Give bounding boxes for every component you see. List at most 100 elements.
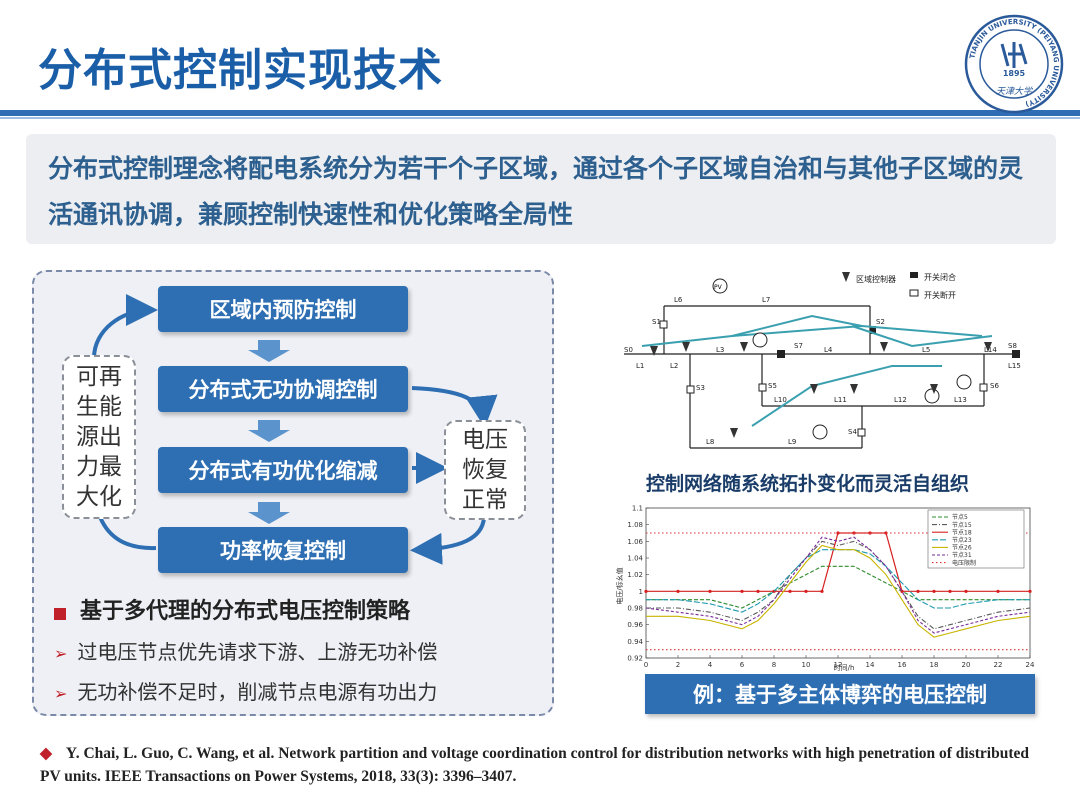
chart-point	[788, 589, 792, 593]
chart-xtick-label: 8	[772, 661, 776, 669]
chart-xlabel: 时间/h	[834, 663, 855, 672]
chart-point	[676, 589, 680, 593]
chart-point	[948, 589, 952, 593]
bullet-sub-2-text: 无功补偿不足时，削减节点电源有功出力	[77, 680, 438, 704]
chart-xtick-label: 18	[930, 661, 939, 669]
svg-text:天津大学: 天津大学	[996, 86, 1033, 97]
net-label-s1: S1	[652, 318, 661, 326]
chart-ytick-label: 1.08	[627, 521, 643, 529]
bullet-sub-1: ➢ 过电压节点优先请求下游、上游无功补偿	[54, 636, 437, 665]
chart-xtick-label: 16	[898, 661, 907, 669]
page-title: 分布式控制实现技术	[38, 45, 443, 96]
chart-point	[1028, 589, 1032, 593]
chart-ytick-label: 1.02	[627, 571, 643, 579]
bullet-sub-2: ➢无功补偿不足时，削减节点电源有功出力	[54, 676, 437, 705]
pv-label: PV	[714, 284, 723, 291]
chart-xtick-label: 22	[994, 661, 1003, 669]
chart-ytick-label: 0.92	[627, 655, 643, 663]
chart-xtick-label: 20	[962, 661, 971, 669]
chart-point	[644, 589, 648, 593]
chart-point	[820, 589, 824, 593]
net-label-s7: S7	[794, 342, 803, 350]
chart-xtick-label: 0	[644, 661, 648, 669]
summary-text: 分布式控制理念将配电系统分为若干个子区域，通过各个子区域自治和与其他子区域的灵活…	[48, 154, 1024, 229]
chart-point	[932, 589, 936, 593]
net-label-s8: S8	[1008, 342, 1017, 350]
reference: ◆Y. Chai, L. Guo, C. Wang, et al. Networ…	[40, 742, 1040, 788]
network-diagram: S0 L1 L2 L3 L4 L5 L6 L7 L8 L9 L10 L11 L1…	[624, 272, 1021, 449]
chart-xtick-label: 14	[866, 661, 875, 669]
chart-xtick-label: 4	[708, 661, 713, 669]
chart-ytick-label: 0.94	[627, 638, 643, 646]
example-banner: 例：基于多主体博弈的电压控制	[645, 674, 1035, 714]
renewable-max-box: 可再生能源出力最大化	[62, 355, 136, 519]
chart-xtick-label: 10	[802, 661, 811, 669]
chart-ytick-label: 1.04	[627, 555, 643, 563]
net-label-l12: L12	[894, 396, 907, 404]
chart-ytick-label: 1.06	[627, 538, 643, 546]
chart-legend-label: 节点23	[952, 536, 972, 544]
chart-legend-label: 节点31	[952, 551, 972, 559]
chart-point	[964, 589, 968, 593]
bullet-main-text: 基于多代理的分布式电压控制策略	[80, 599, 411, 624]
chart-point	[740, 589, 744, 593]
net-label-l4: L4	[824, 346, 833, 354]
chart-ytick-label: 1.1	[632, 505, 643, 513]
net-label-l6: L6	[674, 296, 683, 304]
voltage-restore-box: 电压恢复正常	[444, 420, 526, 520]
arrow-bullet-icon: ➢	[54, 644, 68, 663]
chart-series-line	[645, 536, 1031, 634]
chart-series-line	[646, 544, 1031, 638]
flow-step-1: 区域内预防控制	[158, 286, 408, 332]
chart-legend-label: 节点18	[952, 528, 972, 536]
chart-point	[756, 589, 760, 593]
chart-ytick-label: 1	[639, 588, 643, 596]
university-logo: TIANJIN UNIVERSITY (PEIYANG UNIVERSITY) …	[964, 14, 1064, 114]
net-label-s3: S3	[696, 384, 705, 392]
net-label-l1: L1	[636, 362, 644, 370]
chart-xtick-label: 2	[676, 661, 680, 669]
net-label-l5: L5	[922, 346, 930, 354]
chart-point	[804, 589, 808, 593]
net-label-l8: L8	[706, 438, 714, 446]
diamond-bullet-icon: ◆	[40, 745, 52, 762]
net-label-s6: S6	[990, 382, 999, 390]
net-label-l10: L10	[774, 396, 787, 404]
net-label-s4: S4	[848, 428, 857, 436]
chart-point	[996, 589, 1000, 593]
chart-legend-label: 节点26	[952, 544, 972, 552]
net-label-l7: L7	[762, 296, 770, 304]
chart-series-line	[646, 565, 1030, 609]
flow-step-3: 分布式有功优化缩减	[158, 447, 408, 493]
flow-step-2: 分布式无功协调控制	[158, 366, 408, 412]
svg-text:1895: 1895	[1003, 69, 1026, 78]
chart-point	[916, 589, 920, 593]
summary-box	[26, 134, 1056, 244]
net-label-s2: S2	[876, 318, 885, 326]
square-bullet-icon	[54, 607, 66, 620]
title-divider	[0, 110, 1080, 116]
chart-xtick-label: 12	[834, 661, 843, 669]
net-label-l15: L15	[1008, 362, 1021, 370]
chart-xtick-label: 24	[1026, 661, 1035, 669]
net-label-l3: L3	[716, 346, 724, 354]
flow-step-4: 功率恢复控制	[158, 527, 408, 573]
chart-point	[708, 589, 712, 593]
net-label-s5: S5	[768, 382, 777, 390]
net-label-l14: L14	[984, 346, 997, 354]
legend-closed: 开关闭合	[924, 272, 956, 282]
chart-legend-label: 电压限制	[952, 559, 976, 567]
chart-series-line	[646, 549, 1030, 613]
chart-ylabel: 电压/标幺值	[615, 567, 624, 604]
legend-open: 开关断开	[924, 290, 956, 300]
chart-ytick-label: 0.96	[627, 621, 643, 629]
net-label-s0: S0	[624, 346, 633, 354]
chart-ytick-label: 0.98	[627, 605, 643, 613]
legend-controller: 区域控制器	[856, 274, 896, 284]
chart-legend-label: 节点5	[952, 513, 968, 521]
net-label-l2: L2	[670, 362, 678, 370]
bullet-sub-1-text: 过电压节点优先请求下游、上游无功补偿	[77, 640, 438, 664]
net-label-l13: L13	[954, 396, 967, 404]
bullet-main: 基于多代理的分布式电压控制策略	[54, 593, 410, 625]
